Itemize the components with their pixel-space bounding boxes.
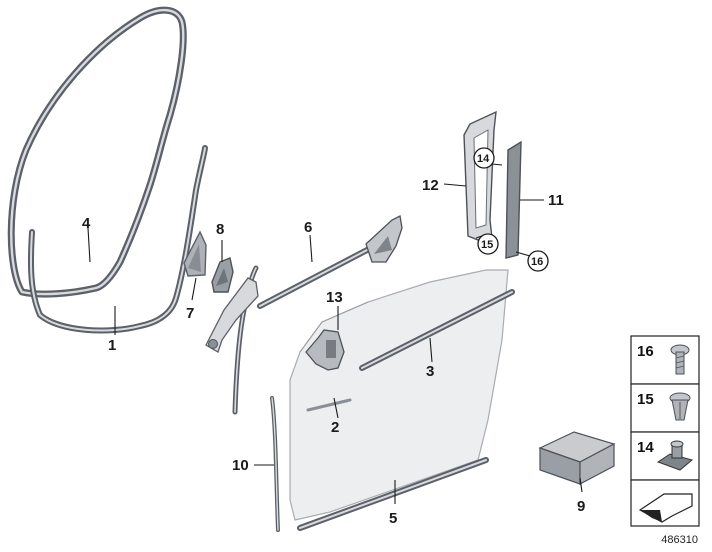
label-part-8: 8 — [216, 221, 224, 238]
expanding-rivet-icon — [669, 392, 691, 421]
mirror-triangle-bracket — [211, 257, 234, 293]
label-part-12: 12 — [422, 177, 439, 194]
leader-lines — [87, 163, 583, 504]
door-seal-inner — [27, 145, 208, 334]
label-part-4: 4 — [82, 215, 91, 232]
legend-number-15: 15 — [637, 391, 654, 408]
label-part-11: 11 — [548, 192, 564, 209]
screw-icon — [670, 344, 690, 375]
part-labels: 1 2 3 4 5 6 7 8 9 10 11 12 13 14 15 16 — [82, 147, 585, 527]
door-sill-strip — [297, 457, 489, 531]
handle-trim-strip — [306, 398, 352, 412]
label-part-10: 10 — [232, 457, 249, 474]
clip-set-box — [538, 431, 616, 485]
label-part-13: 13 — [326, 289, 343, 306]
label-circle-14: 14 — [477, 153, 490, 165]
fastener-legend: 16 15 14 — [630, 335, 700, 527]
label-part-5: 5 — [389, 510, 397, 527]
mirror-triangle-part — [183, 230, 207, 277]
window-regulator-rail — [257, 215, 403, 309]
b-pillar-frame-inner — [463, 110, 497, 241]
label-part-6: 6 — [304, 219, 312, 236]
belt-moulding — [359, 289, 515, 371]
legend-number-16: 16 — [637, 343, 654, 360]
label-part-2: 2 — [331, 419, 339, 436]
diagram-reference-number: 486310 — [661, 534, 698, 546]
label-circle-16: 16 — [531, 256, 543, 268]
window-channel-front — [205, 265, 259, 415]
clip-nut-icon — [656, 440, 694, 471]
legend-number-14: 14 — [637, 439, 654, 456]
label-part-7: 7 — [186, 305, 194, 322]
arrow-symbol-icon — [638, 493, 693, 523]
b-pillar-cover — [505, 140, 522, 259]
label-circle-15: 15 — [481, 239, 493, 251]
label-part-1: 1 — [108, 337, 116, 354]
door-seal-outer — [7, 6, 187, 298]
door-check-mount — [305, 329, 345, 371]
label-part-3: 3 — [426, 363, 434, 380]
rear-door-seal-strip — [270, 396, 280, 532]
door-outer-panel — [289, 269, 509, 521]
label-part-9: 9 — [577, 498, 585, 515]
